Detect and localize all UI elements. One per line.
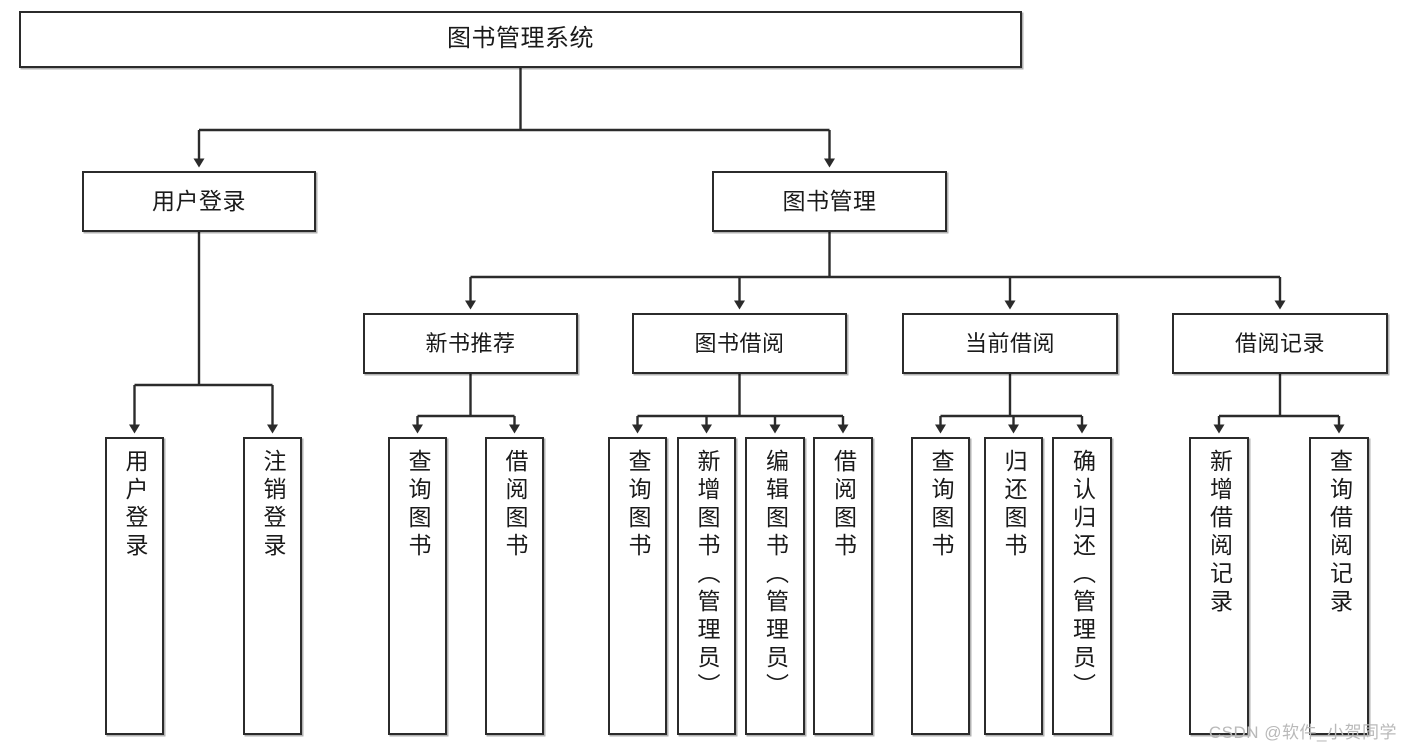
node-label: 归还图书 <box>1001 449 1027 561</box>
node-leaf-add-record[interactable]: 新增借阅记录 <box>1189 437 1249 735</box>
node-label: 注销登录 <box>260 449 286 561</box>
node-leaf-query-book-1[interactable]: 查询图书 <box>388 437 447 735</box>
node-leaf-query-record[interactable]: 查询借阅记录 <box>1309 437 1369 735</box>
node-leaf-add-book[interactable]: 新增图书（管理员） <box>677 437 736 735</box>
node-label: 查询借阅记录 <box>1326 449 1353 617</box>
node-label: 借阅图书 <box>502 449 528 561</box>
node-label: 编辑图书（管理员） <box>762 449 789 701</box>
node-borrow-record[interactable]: 借阅记录 <box>1172 313 1388 374</box>
watermark-label: CSDN @软件_小贺同学 <box>1208 723 1397 742</box>
node-label: 新增借阅记录 <box>1206 449 1233 617</box>
node-label: 查询图书 <box>405 449 431 561</box>
node-label: 图书管理 <box>782 187 877 214</box>
node-label: 新增图书（管理员） <box>694 449 720 701</box>
node-label: 查询图书 <box>625 449 651 561</box>
node-label: 当前借阅 <box>964 330 1055 356</box>
node-leaf-query-book-3[interactable]: 查询图书 <box>911 437 970 735</box>
node-leaf-logout[interactable]: 注销登录 <box>243 437 302 735</box>
node-label: 借阅图书 <box>830 449 857 561</box>
node-label: 用户登录 <box>122 449 148 561</box>
node-leaf-query-book-2[interactable]: 查询图书 <box>608 437 667 735</box>
node-leaf-borrow-book-2[interactable]: 借阅图书 <box>813 437 873 735</box>
node-leaf-return-book[interactable]: 归还图书 <box>984 437 1043 735</box>
node-book-manage[interactable]: 图书管理 <box>712 171 947 232</box>
node-book-borrow[interactable]: 图书借阅 <box>632 313 847 374</box>
node-user-login[interactable]: 用户登录 <box>82 171 316 232</box>
node-leaf-edit-book[interactable]: 编辑图书（管理员） <box>745 437 805 735</box>
node-label: 用户登录 <box>152 187 246 214</box>
node-label: 确认归还（管理员） <box>1069 449 1096 701</box>
node-label: 图书借阅 <box>694 330 785 356</box>
node-label: 查询图书 <box>928 449 954 561</box>
node-label: 图书管理系统 <box>447 25 594 53</box>
node-current-borrow[interactable]: 当前借阅 <box>902 313 1118 374</box>
node-root[interactable]: 图书管理系统 <box>19 11 1022 68</box>
node-leaf-borrow-book-1[interactable]: 借阅图书 <box>485 437 544 735</box>
node-label: 借阅记录 <box>1234 330 1325 356</box>
node-leaf-confirm-return[interactable]: 确认归还（管理员） <box>1052 437 1112 735</box>
node-new-book-rec[interactable]: 新书推荐 <box>363 313 578 374</box>
node-label: 新书推荐 <box>425 330 516 356</box>
node-leaf-user-login[interactable]: 用户登录 <box>105 437 164 735</box>
